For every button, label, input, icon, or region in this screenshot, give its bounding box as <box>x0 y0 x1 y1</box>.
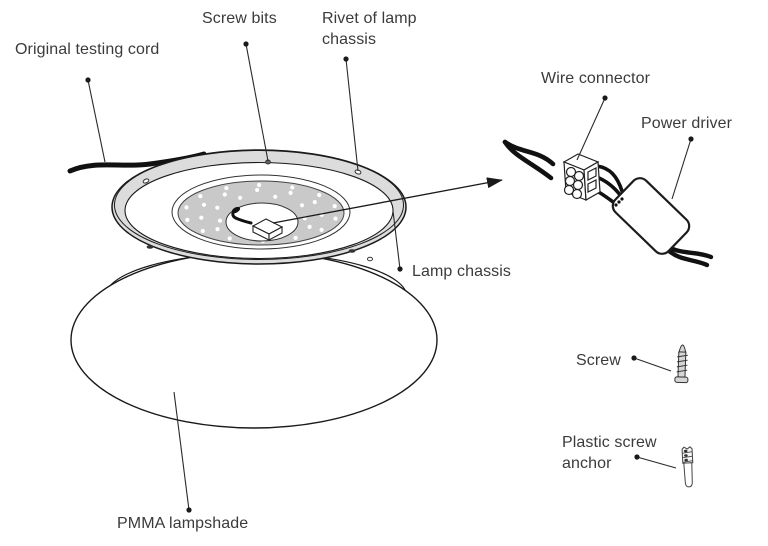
label-pmma-lampshade: PMMA lampshade <box>117 515 249 532</box>
label-wire-connector: Wire connector <box>541 70 650 87</box>
label-screw: Screw <box>576 352 621 369</box>
power-driver-drawing <box>611 177 691 255</box>
wiring-assembly <box>502 139 714 268</box>
center-wire-hub <box>231 206 284 241</box>
pointer-arrow <box>272 177 503 224</box>
label-plastic-anchor-line1: Plastic screw <box>562 434 657 451</box>
leader-power-driver <box>671 136 694 200</box>
label-lamp-chassis: Lamp chassis <box>412 263 512 280</box>
leader-rivet <box>343 56 359 172</box>
rivet-mark <box>348 249 356 253</box>
leader-wire-connector <box>576 95 608 161</box>
lampshade-dome <box>70 251 438 429</box>
led-plate <box>171 174 351 250</box>
wire-connector-drawing <box>562 153 601 201</box>
leader-screw <box>631 355 672 372</box>
leader-plastic-anchor <box>634 454 677 469</box>
rivet-mark <box>142 178 150 184</box>
lampshade-drawing <box>70 251 438 429</box>
label-plastic-screw-anchor: Plastic screw anchor <box>562 432 657 474</box>
label-plastic-anchor-line2: anchor <box>562 455 612 472</box>
rivet-mark <box>146 245 154 249</box>
label-rivet-of-lamp-chassis: Rivet of lamp chassis <box>322 8 417 50</box>
label-screw-bits: Screw bits <box>202 10 277 27</box>
rim-marks <box>142 159 373 262</box>
rivet-mark <box>367 256 373 262</box>
label-original-testing-cord: Original testing cord <box>15 41 160 58</box>
label-rivet-line2: chassis <box>322 31 377 48</box>
rivet-mark <box>354 169 362 175</box>
leader-lamp-chassis <box>392 210 403 272</box>
leader-pmma-lampshade <box>173 391 192 513</box>
label-power-driver: Power driver <box>641 115 733 132</box>
screw-icon <box>674 344 689 384</box>
connector-wire <box>595 164 624 193</box>
leader-original-testing-cord <box>85 77 106 163</box>
leader-screw-bits <box>243 41 269 162</box>
plastic-anchor-icon <box>681 446 694 488</box>
output-wire <box>665 247 710 268</box>
label-rivet-line1: Rivet of lamp <box>322 10 417 27</box>
leader-lines <box>85 41 694 513</box>
input-wire <box>502 139 554 181</box>
